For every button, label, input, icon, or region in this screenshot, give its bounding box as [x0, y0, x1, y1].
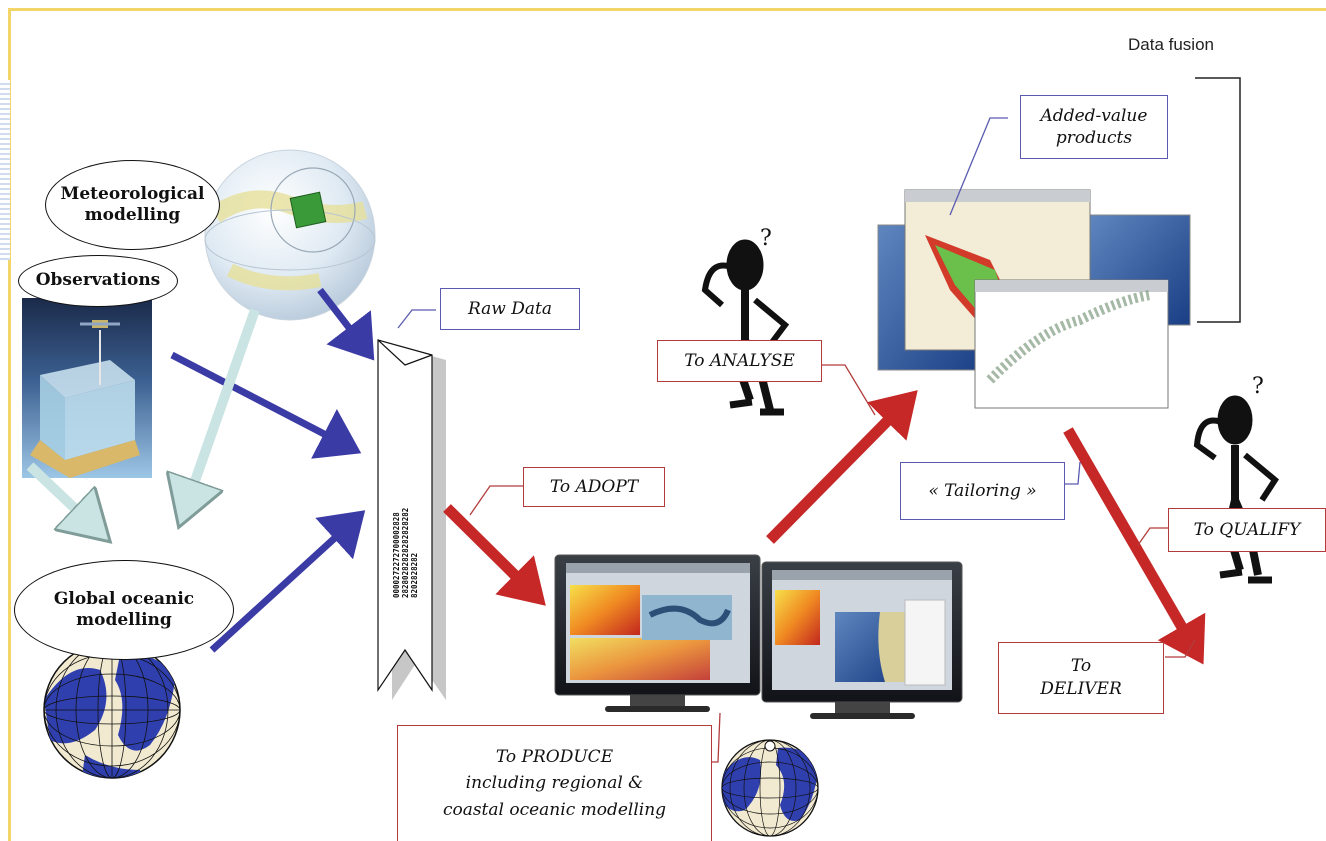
frame-border: [8, 8, 1326, 841]
callout-connectors: [397, 117, 1196, 763]
adopt-label: To ADOPT: [523, 467, 665, 507]
meteo-oval-label: Meteorological modelling: [45, 160, 220, 250]
meteo-globe-image: [204, 149, 376, 321]
deliver-label: To DELIVER: [998, 642, 1164, 714]
analyse-label: To ANALYSE: [657, 340, 822, 382]
regional-globe-image: [721, 739, 819, 837]
observations-image: [22, 298, 152, 478]
tailoring-label: « Tailoring »: [900, 462, 1065, 520]
ticket-number-text: 0000272272700002828 28280282828282828282…: [392, 507, 419, 598]
data-fusion-bracket: [1195, 77, 1241, 323]
raw-data-label: Raw Data: [440, 288, 580, 330]
global-globe-image: [43, 641, 181, 779]
pale-arrows: [26, 308, 260, 535]
qualify-label: To QUALIFY: [1168, 508, 1326, 552]
red-arrows: [443, 390, 1206, 665]
blue-arrows: [170, 287, 375, 653]
added-value-products-screens: [877, 189, 1191, 409]
svg-text:?: ?: [760, 226, 772, 251]
produce-label: To PRODUCE including regional & coastal …: [397, 725, 712, 841]
thinking-figure-analyse: ?: [701, 226, 790, 416]
data-fusion-label: Data fusion: [1128, 35, 1214, 54]
svg-text:?: ?: [1252, 374, 1264, 399]
raw-data-ticket: [377, 339, 446, 700]
observations-oval-label: Observations: [18, 255, 178, 307]
global-oval-label: Global oceanic modelling: [14, 560, 234, 660]
left-edge-ruler: [0, 80, 10, 260]
added-value-label: Added-value products: [1020, 95, 1168, 159]
workstation-monitors: [554, 554, 963, 719]
